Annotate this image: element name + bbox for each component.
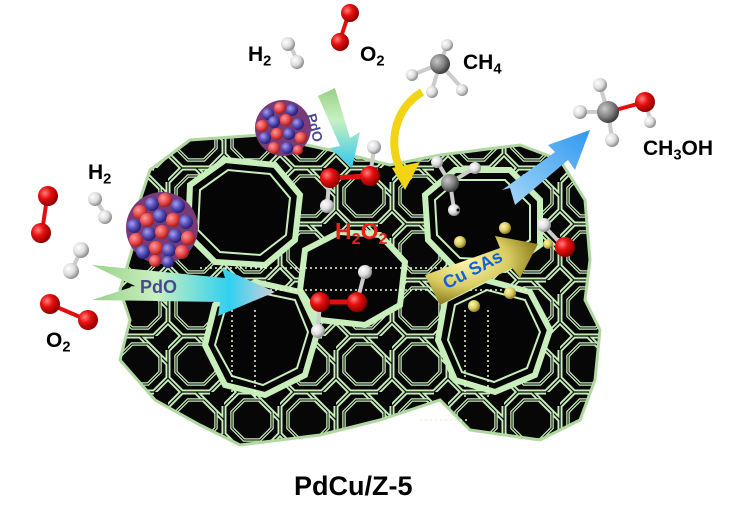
- label-o2-top: O2: [360, 43, 385, 70]
- ch3oh-molecule: [573, 78, 656, 147]
- ch3-radical: [431, 156, 481, 216]
- cu-sas-arrow[interactable]: [425, 236, 538, 305]
- pdo-arrow-left-label: PdO: [140, 277, 178, 297]
- product-arrow[interactable]: [502, 130, 590, 205]
- h2o2-molecule-surface: [320, 140, 381, 213]
- pdo-nanoparticle-large: [126, 192, 198, 268]
- figure-title: PdCu/Z-5: [294, 471, 413, 501]
- label-h2-top: H2: [248, 43, 272, 70]
- o2-molecule-left-top: [31, 186, 58, 243]
- label-ch3oh: CH3OH: [643, 137, 714, 164]
- hydroxyl-on-cu: [537, 218, 575, 257]
- o2-molecule-left-bottom: [40, 294, 98, 330]
- h2-molecule-top: [281, 37, 304, 69]
- label-h2o2: H2O2: [335, 218, 388, 248]
- h2-molecule-left-top: [88, 192, 112, 224]
- pdo-arrow-left[interactable]: [92, 265, 275, 316]
- label-h2-left: H2: [88, 161, 112, 188]
- label-o2-left: O2: [46, 329, 71, 356]
- o2-molecule-top: [331, 4, 359, 51]
- pdo-nanoparticle-top: [255, 100, 311, 156]
- ch4-curved-arrow[interactable]: [390, 88, 425, 190]
- ch4-molecule: [406, 39, 468, 98]
- h2o2-molecule-pore: [310, 265, 372, 338]
- pdo-arrow-top[interactable]: [318, 88, 360, 168]
- label-ch4: CH4: [463, 51, 502, 78]
- cu-single-atoms: [454, 222, 553, 312]
- h2-molecule-left-bottom: [63, 242, 89, 279]
